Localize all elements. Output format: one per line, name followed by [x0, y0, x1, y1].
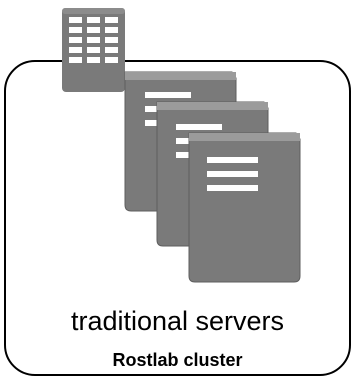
- server-tower-icon-front: [188, 132, 301, 283]
- server-rack-icon: [62, 8, 125, 92]
- diagram-label-sub: Rostlab cluster: [112, 350, 243, 370]
- diagram-label-main: traditional servers: [70, 306, 285, 336]
